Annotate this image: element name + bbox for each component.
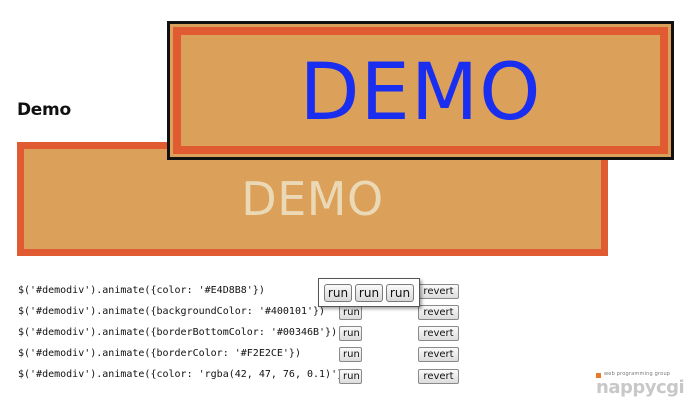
site-logo[interactable]: web programming group nappycgi (596, 370, 688, 400)
run-button-border-color[interactable]: run (339, 347, 362, 362)
run-button-background-color[interactable]: run (339, 305, 362, 320)
logo-wordmark: nappycgi (596, 377, 685, 398)
demo-popup-frame: DEMO (173, 27, 668, 154)
run-button-rgba-color[interactable]: run (339, 369, 362, 384)
code-line-rgba-color: $('#demodiv').animate({color: 'rgba(42, … (18, 369, 350, 380)
run-button-1[interactable]: run (324, 284, 352, 302)
revert-button-rgba-color[interactable]: revert (418, 369, 459, 384)
demo-popup-text: DEMO (299, 47, 542, 138)
demo-popup-overlay: DEMO (167, 21, 674, 160)
revert-button-border-bottom-color[interactable]: revert (418, 326, 459, 341)
run-button-border-bottom-color[interactable]: run (339, 326, 362, 341)
run-button-group: run run run (318, 278, 420, 307)
page-heading: Demo (17, 100, 71, 120)
revert-button-background-color[interactable]: revert (418, 305, 459, 320)
code-line-background-color: $('#demodiv').animate({backgroundColor: … (18, 306, 326, 317)
code-line-color: $('#demodiv').animate({color: '#E4D8B8'}… (18, 285, 265, 296)
code-line-border-color: $('#demodiv').animate({borderColor: '#F2… (18, 348, 301, 359)
run-button-2[interactable]: run (355, 284, 383, 302)
run-button-3[interactable]: run (386, 284, 414, 302)
code-line-border-bottom-color: $('#demodiv').animate({borderBottomColor… (18, 327, 338, 338)
logo-mark-icon (596, 373, 601, 378)
demo-div-text: DEMO (241, 172, 384, 226)
logo-tagline: web programming group (604, 371, 671, 377)
revert-button-border-color[interactable]: revert (418, 347, 459, 362)
revert-button-color[interactable]: revert (418, 284, 459, 299)
